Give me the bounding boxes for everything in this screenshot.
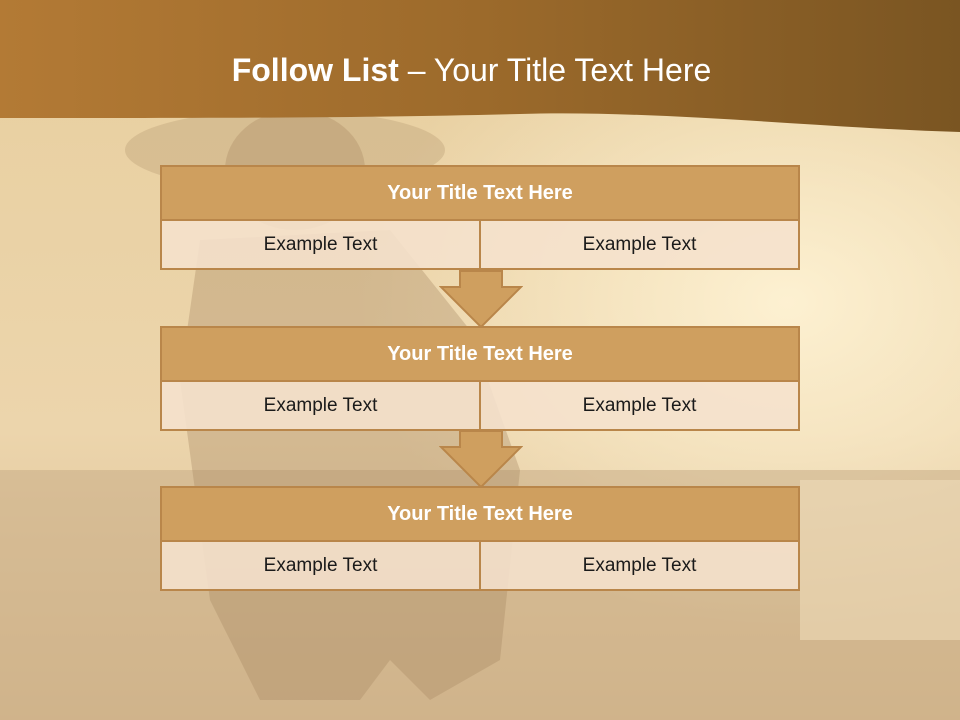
block-cell-left: Example Text: [160, 382, 481, 431]
block-title: Your Title Text Here: [160, 486, 800, 542]
block-row: Example Text Example Text: [160, 542, 800, 591]
flow-block-3: Your Title Text Here Example Text Exampl…: [160, 486, 800, 591]
slide-title: Follow List – Your Title Text Here: [0, 52, 943, 89]
down-arrow-icon: [439, 430, 523, 489]
block-title: Your Title Text Here: [160, 165, 800, 221]
block-row: Example Text Example Text: [160, 221, 800, 270]
block-cell-right: Example Text: [481, 382, 800, 431]
block-row: Example Text Example Text: [160, 382, 800, 431]
block-cell-right: Example Text: [481, 542, 800, 591]
block-cell-right: Example Text: [481, 221, 800, 270]
block-cell-left: Example Text: [160, 542, 481, 591]
title-rest: – Your Title Text Here: [407, 52, 712, 88]
flow-block-1: Your Title Text Here Example Text Exampl…: [160, 165, 800, 270]
down-arrow-icon: [439, 270, 523, 329]
flow-block-2: Your Title Text Here Example Text Exampl…: [160, 326, 800, 431]
block-cell-left: Example Text: [160, 221, 481, 270]
block-title: Your Title Text Here: [160, 326, 800, 382]
title-bold: Follow List: [231, 52, 399, 88]
